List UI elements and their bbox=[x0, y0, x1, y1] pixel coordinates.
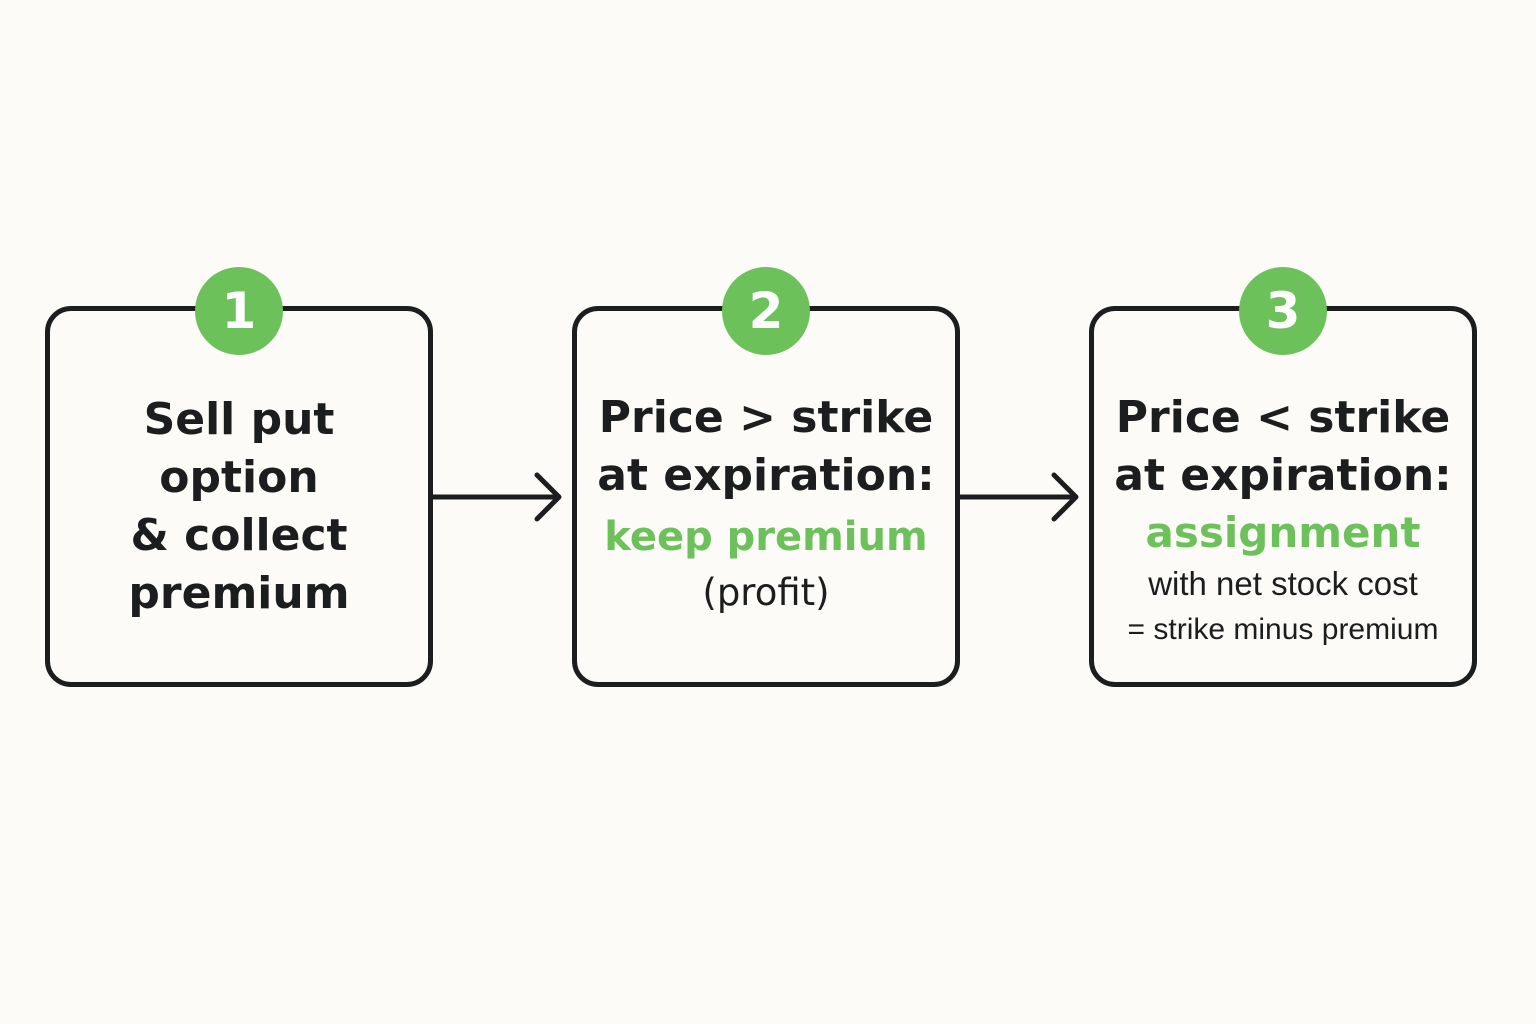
step-2-number-badge: 2 bbox=[722, 267, 810, 355]
step-3-content: Price < strike at expiration: assignment… bbox=[1094, 389, 1472, 653]
step-1-box: 1 Sell put option & collect premium bbox=[45, 267, 433, 687]
step-2-content: Price > strike at expiration: keep premi… bbox=[577, 389, 955, 621]
step-1-title: Sell put option & collect premium bbox=[128, 394, 350, 619]
step-3-outcome: assignment bbox=[1145, 508, 1421, 557]
step-3-note-line-1: with net stock cost bbox=[1148, 565, 1418, 602]
step-2-title: Price > strike at expiration: bbox=[597, 392, 935, 501]
step-1-number-badge: 1 bbox=[195, 267, 283, 355]
step-2-outcome: keep premium bbox=[604, 514, 928, 560]
arrow-2-to-3-icon bbox=[960, 472, 1079, 522]
step-3-title: Price < strike at expiration: bbox=[1114, 392, 1452, 501]
arrow-1-to-2-icon bbox=[433, 472, 562, 522]
step-3-box: 3 Price < strike at expiration: assignme… bbox=[1089, 267, 1477, 687]
step-1-content: Sell put option & collect premium bbox=[50, 391, 428, 623]
step-3-note-line-2: = strike minus premium bbox=[1127, 613, 1439, 646]
step-3-number-badge: 3 bbox=[1239, 267, 1327, 355]
step-2-note: (profit) bbox=[702, 571, 830, 614]
step-2-box: 2 Price > strike at expiration: keep pre… bbox=[572, 267, 960, 687]
